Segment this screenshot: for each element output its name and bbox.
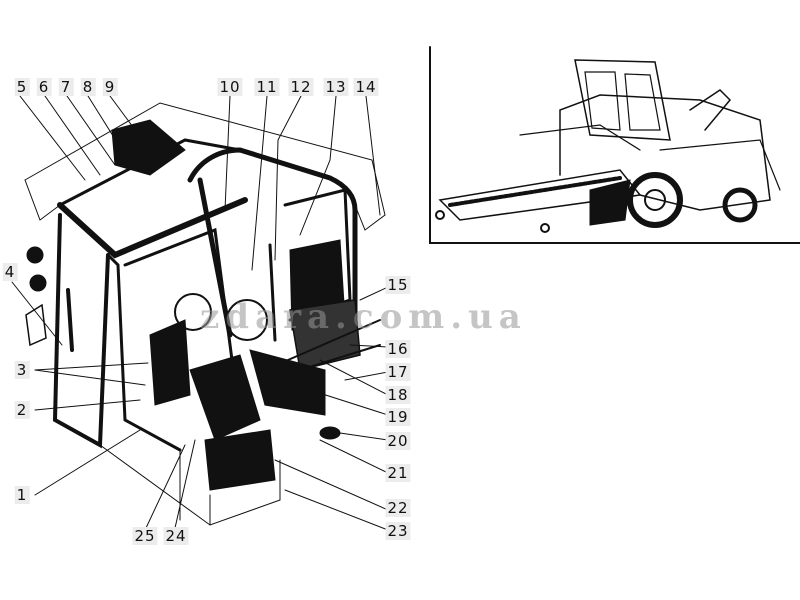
callout-3: 3 — [14, 361, 30, 379]
callout-10: 10 — [217, 78, 243, 96]
callout-13: 13 — [323, 78, 349, 96]
callout-7: 7 — [58, 78, 74, 96]
callout-22: 22 — [385, 499, 411, 517]
callout-24: 24 — [163, 527, 189, 545]
callout-23: 23 — [385, 522, 411, 540]
combine-inset — [429, 46, 800, 244]
callout-25: 25 — [132, 527, 158, 545]
callout-11: 11 — [254, 78, 280, 96]
cab — [24, 102, 386, 526]
callout-8: 8 — [80, 78, 96, 96]
callout-6: 6 — [36, 78, 52, 96]
callout-12: 12 — [288, 78, 314, 96]
callout-15: 15 — [385, 276, 411, 294]
callout-2: 2 — [14, 401, 30, 419]
callout-1: 1 — [14, 486, 30, 504]
callout-16: 16 — [385, 340, 411, 358]
callout-17: 17 — [385, 363, 411, 381]
callout-20: 20 — [385, 432, 411, 450]
callout-9: 9 — [102, 78, 118, 96]
callout-4: 4 — [2, 263, 18, 281]
leader-lines — [11, 95, 389, 531]
callout-18: 18 — [385, 386, 411, 404]
watermark: zdara.com.ua — [200, 297, 527, 337]
callout-21: 21 — [385, 464, 411, 482]
callout-19: 19 — [385, 408, 411, 426]
callout-14: 14 — [353, 78, 379, 96]
callout-5: 5 — [14, 78, 30, 96]
